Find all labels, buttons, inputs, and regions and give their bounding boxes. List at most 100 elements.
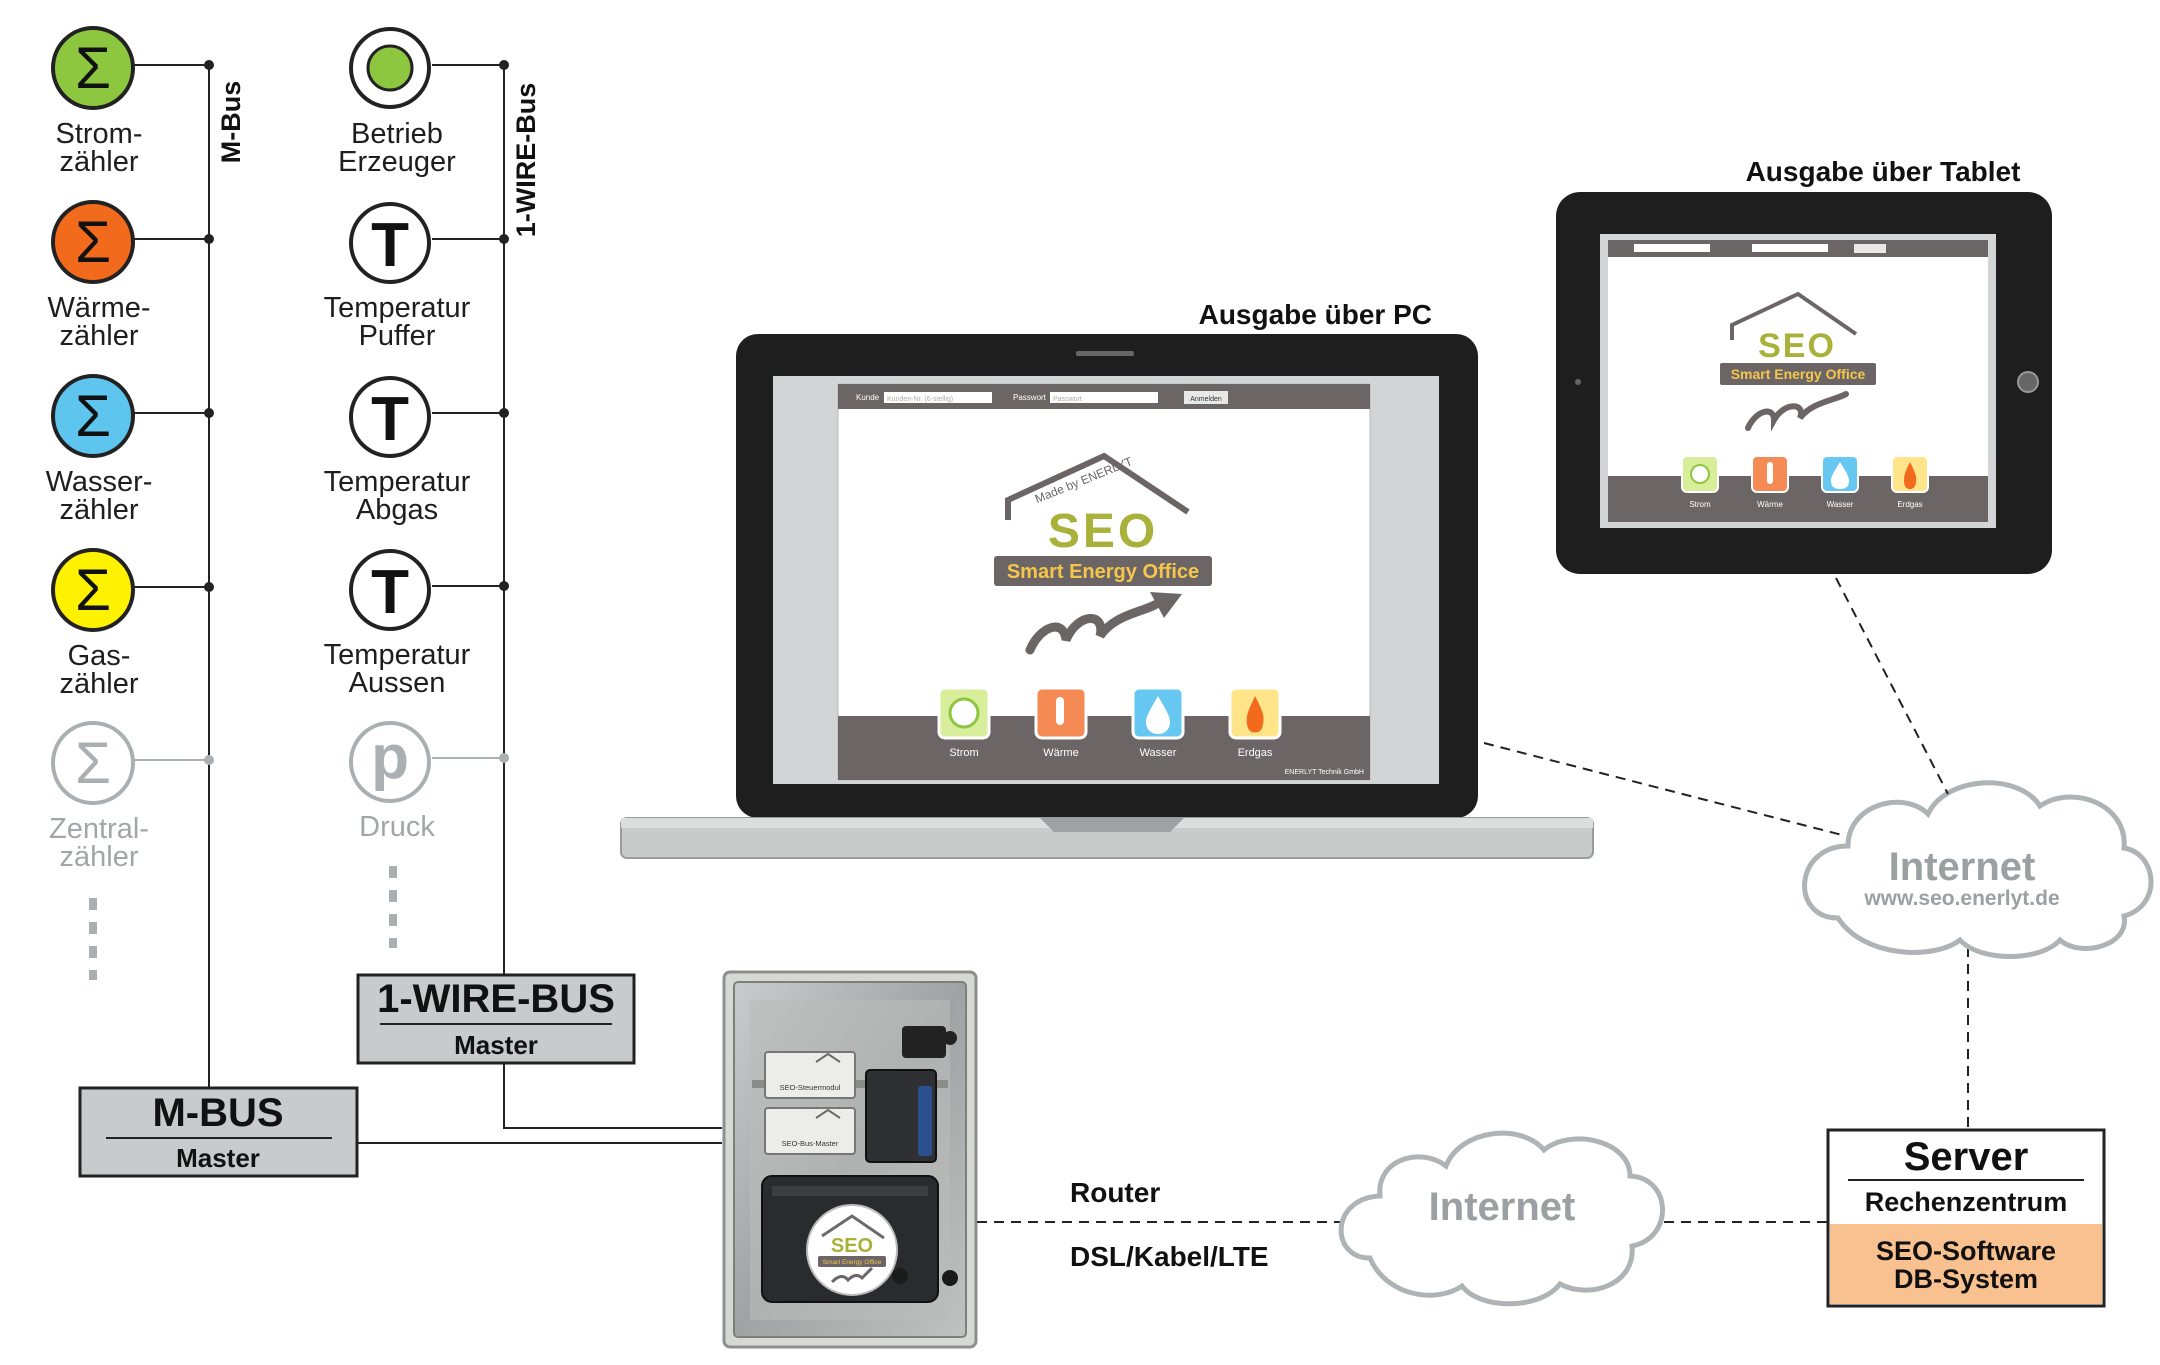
sensor-label-1: Temperatur xyxy=(324,639,471,671)
tablet-internet-link xyxy=(1835,577,1949,795)
pc-internet-link xyxy=(1483,742,1847,837)
screen-kunde-placeholder: Kunden-Nr. (6-stellig) xyxy=(887,396,953,403)
meter-label-1: Gas- xyxy=(68,640,131,672)
arrow-swoosh-icon xyxy=(1745,391,1849,432)
internet-url: www.seo.enerlyt.de xyxy=(1863,887,2059,910)
module-label: SEO-Bus-Master xyxy=(782,1139,839,1148)
sigma-icon: Σ xyxy=(75,558,111,623)
meter-label-2: zähler xyxy=(60,146,139,178)
sigma-icon: Σ xyxy=(75,731,111,796)
dsl-label: DSL/Kabel/LTE xyxy=(1070,1241,1269,1272)
onewire-master-sub: Master xyxy=(454,1030,538,1060)
module-bus-master: SEO-Bus-Master xyxy=(764,1107,856,1155)
laptop-device: Ausgabe über PC Kunde Kunden-Nr. (6-stel… xyxy=(620,299,1594,859)
sensor-label-1: Betrieb xyxy=(351,118,443,150)
tile-erdgas[interactable]: Erdgas xyxy=(1228,686,1282,759)
meter-label-1: Wasser- xyxy=(46,466,153,498)
internet-cloud-top: Internet www.seo.enerlyt.de xyxy=(1802,780,2154,959)
sigma-icon: Σ xyxy=(75,384,111,449)
meter-label-1: Strom- xyxy=(56,118,143,150)
screen-footer: ENERLYT Technik GmbH xyxy=(1285,769,1364,776)
seo-sticker: SEO Smart Energy Office xyxy=(806,1204,898,1296)
tablet-tile-label: Wasser xyxy=(1827,500,1854,509)
meter-icon xyxy=(51,721,135,805)
tablet-logo-sub: Smart Energy Office xyxy=(1731,366,1866,382)
tablet-device: Ausgabe über Tablet SEO Smart Energy Off… xyxy=(1556,156,2052,574)
mbus-section: M-Bus Σ Strom- zähler Σ Wärme- zähler Σ … xyxy=(46,26,359,1178)
sensor-temp-abgas: T Temperatur Abgas xyxy=(324,376,509,526)
module-label: SEO-Steuermodul xyxy=(780,1083,841,1092)
power-socket-icon xyxy=(1690,464,1710,484)
meter-label-2: zähler xyxy=(60,668,139,700)
meter-label-2: zähler xyxy=(60,320,139,352)
tile-label: Erdgas xyxy=(1238,747,1273,759)
tile-waerme[interactable]: Wärme xyxy=(1034,686,1088,759)
sensor-symbol: T xyxy=(371,558,409,627)
screen-kunde-input[interactable] xyxy=(884,392,992,403)
tablet-logo-text: SEO xyxy=(1758,327,1836,365)
sticker-sub: Smart Energy Office xyxy=(823,1259,882,1266)
meter-icon xyxy=(51,548,135,632)
temperature-icon xyxy=(349,202,431,284)
meter-label-1: Zentral- xyxy=(49,813,149,845)
flame-icon xyxy=(1246,696,1264,733)
tile-label: Wasser xyxy=(1140,747,1177,759)
onewire-link xyxy=(503,1063,722,1129)
sensor-symbol: T xyxy=(371,385,409,454)
logo-text: SEO xyxy=(1048,505,1158,558)
arrow-swoosh-icon xyxy=(1025,595,1167,655)
mbus-bus-label: M-Bus xyxy=(216,81,246,164)
meter-icon xyxy=(51,374,135,458)
server-title: Server xyxy=(1904,1135,2029,1179)
tablet-caption: Ausgabe über Tablet xyxy=(1746,156,2021,187)
temperature-icon xyxy=(349,376,431,458)
thermometer-icon xyxy=(1056,697,1064,725)
mbus-master-title: M-BUS xyxy=(152,1091,283,1135)
sensor-symbol: T xyxy=(371,211,409,280)
thermometer-icon xyxy=(1767,462,1773,484)
sensor-label-1: Temperatur xyxy=(324,466,471,498)
water-drop-icon xyxy=(1831,462,1849,489)
sensor-label-2: Abgas xyxy=(356,494,438,526)
internet-label: Internet xyxy=(1429,1185,1576,1229)
sensor-label-2: Aussen xyxy=(349,667,446,699)
screen-login-button[interactable] xyxy=(1184,391,1228,404)
module-steuermodul: SEO-Steuermodul xyxy=(764,1051,856,1099)
tile-strom[interactable]: Strom xyxy=(937,686,991,759)
screen-passwort-label: Passwort xyxy=(1013,393,1047,402)
internet-cloud-bottom: Internet xyxy=(1338,1130,1665,1307)
sensor-symbol: p xyxy=(371,723,409,792)
sensor-label-1: Druck xyxy=(359,811,435,843)
tile-label: Strom xyxy=(949,747,978,759)
temperature-icon xyxy=(349,549,431,631)
sticker-logo: SEO xyxy=(831,1235,873,1257)
meter-zentral: Σ Zentral- zähler xyxy=(49,721,214,873)
power-socket-icon xyxy=(948,697,980,729)
pressure-icon xyxy=(349,721,431,803)
meter-label-1: Wärme- xyxy=(47,292,150,324)
router-label: Router xyxy=(1070,1177,1160,1208)
sensor-label-2: Erzeuger xyxy=(338,146,456,178)
status-dot-icon xyxy=(366,44,414,92)
home-button[interactable] xyxy=(2017,371,2039,393)
screen-passwort-input[interactable] xyxy=(1050,392,1158,403)
pc-caption: Ausgabe über PC xyxy=(1199,299,1432,330)
onewire-master-box: 1-WIRE-BUS Master xyxy=(356,973,636,1065)
tablet-tile-label: Wärme xyxy=(1757,500,1783,509)
server-box: Server Rechenzentrum SEO-Software DB-Sys… xyxy=(1826,1128,2106,1308)
onewire-master-title: 1-WIRE-BUS xyxy=(377,977,615,1021)
meter-strom: Σ Strom- zähler xyxy=(51,26,214,178)
meter-icon xyxy=(51,200,135,284)
mbus-master-sub: Master xyxy=(176,1143,260,1173)
sensor-label-1: Temperatur xyxy=(324,292,471,324)
sensor-temp-aussen: T Temperatur Aussen xyxy=(324,549,509,699)
mbus-master-box: M-BUS Master xyxy=(78,1086,359,1178)
meter-icon xyxy=(51,26,135,110)
screen-tiles: Strom Wärme Wasser Erdgas xyxy=(937,686,1282,759)
tile-wasser[interactable]: Wasser xyxy=(1131,686,1185,759)
logo-sub: Smart Energy Office xyxy=(1007,561,1199,583)
screen-kunde-label: Kunde xyxy=(856,393,880,402)
server-sub: Rechenzentrum xyxy=(1865,1187,2068,1217)
sigma-icon: Σ xyxy=(75,210,111,275)
